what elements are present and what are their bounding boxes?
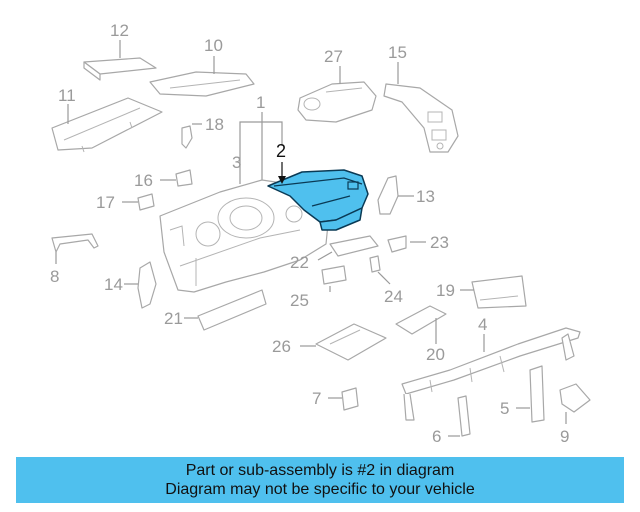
part-9-bracket[interactable] [559, 383, 591, 413]
part-11-console-panel[interactable] [51, 97, 163, 153]
part-25-clip[interactable] [321, 265, 347, 285]
banner-line-2: Diagram may not be specific to your vehi… [165, 481, 475, 498]
callout-19: 19 [436, 281, 455, 300]
part-8-bracket[interactable] [51, 233, 99, 253]
callout-26: 26 [272, 337, 291, 356]
callout-21: 21 [164, 309, 183, 328]
callout-7: 7 [312, 389, 321, 408]
part-15-center-bezel[interactable] [383, 83, 459, 153]
callout-11: 11 [58, 86, 76, 105]
part-20-bracket[interactable] [395, 305, 447, 335]
callout-12: 12 [110, 21, 129, 40]
callout-10: 10 [204, 36, 223, 55]
part-14-end-cap[interactable] [137, 261, 157, 309]
part-16-bracket[interactable] [175, 169, 193, 187]
callout-20: 20 [426, 345, 445, 364]
part-3-instrument-panel[interactable] [159, 179, 331, 293]
callout-14: 14 [104, 275, 123, 294]
callout-23: 23 [430, 233, 449, 252]
info-banner: Part or sub-assembly is #2 in diagram Di… [16, 457, 624, 503]
part-6-bracket[interactable] [457, 395, 471, 437]
callout-4: 4 [478, 315, 487, 334]
part-4-cross-beam[interactable] [401, 327, 581, 421]
part-27-trim[interactable] [297, 81, 377, 123]
part-17-bracket[interactable] [137, 193, 155, 211]
callout-1: 1 [256, 93, 265, 112]
callout-15: 15 [388, 43, 407, 62]
callout-16: 16 [134, 171, 153, 190]
callout-24: 24 [384, 287, 403, 306]
callout-25: 25 [290, 291, 309, 310]
banner-line-1: Part or sub-assembly is #2 in diagram [185, 462, 455, 479]
callout-5: 5 [500, 399, 509, 418]
part-18-clip[interactable] [181, 125, 193, 149]
part-23-bracket[interactable] [387, 235, 407, 253]
part-24-clip[interactable] [369, 255, 381, 273]
parts-diagram: 12 10 11 18 27 15 1 3 16 [50, 21, 591, 446]
part-26-panel[interactable] [315, 323, 387, 361]
part-10-panel[interactable] [149, 71, 255, 97]
callout-18: 18 [205, 115, 224, 134]
part-19-brace[interactable] [471, 275, 527, 309]
callout-9: 9 [560, 427, 569, 446]
callout-22: 22 [290, 253, 309, 272]
part-5-bracket[interactable] [529, 365, 545, 423]
callout-27: 27 [324, 47, 343, 66]
part-2-highlighted[interactable] [267, 169, 369, 231]
part-12-cover[interactable] [83, 57, 157, 81]
part-13-end-cap[interactable] [377, 175, 399, 215]
part-21-panel[interactable] [197, 289, 267, 331]
callout-13: 13 [416, 187, 435, 206]
callout-3: 3 [232, 153, 241, 172]
callout-8: 8 [50, 267, 59, 286]
part-22-bracket[interactable] [329, 235, 379, 257]
callout-6: 6 [432, 427, 441, 446]
callout-2: 2 [276, 141, 286, 161]
part-7-bracket[interactable] [341, 387, 359, 411]
callout-17: 17 [96, 193, 115, 212]
